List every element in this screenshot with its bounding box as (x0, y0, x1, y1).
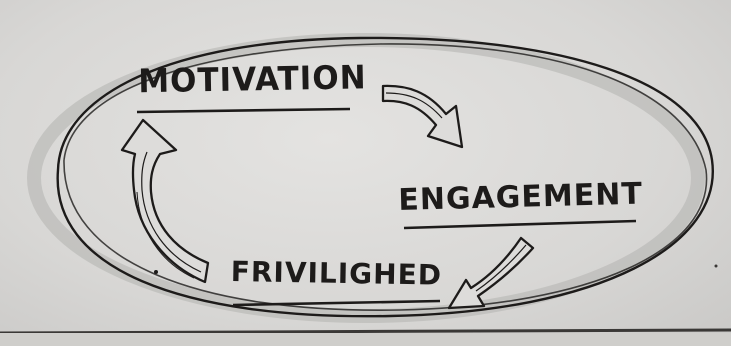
node-label-friviliged: FRIVILIGHED (230, 255, 443, 292)
outer-ellipse-overstroke (63, 43, 708, 311)
pencil-speck (714, 264, 718, 268)
engagement-underline (403, 219, 637, 230)
node-label-motivation: MOTIVATION (137, 58, 367, 101)
arrow-motivation-to-engagement (381, 84, 464, 149)
outer-ellipse (56, 36, 714, 318)
paper-edge-line (0, 328, 731, 335)
arrow-engagement-to-friviliged (447, 236, 535, 310)
friviliged-underline (232, 299, 441, 307)
node-label-engagement: ENGAGEMENT (397, 176, 644, 218)
arrow-friviliged-to-motivation (120, 118, 210, 284)
motivation-underline (136, 107, 351, 114)
paper-bottom-shadow (0, 333, 731, 346)
pencil-speck (154, 270, 158, 274)
